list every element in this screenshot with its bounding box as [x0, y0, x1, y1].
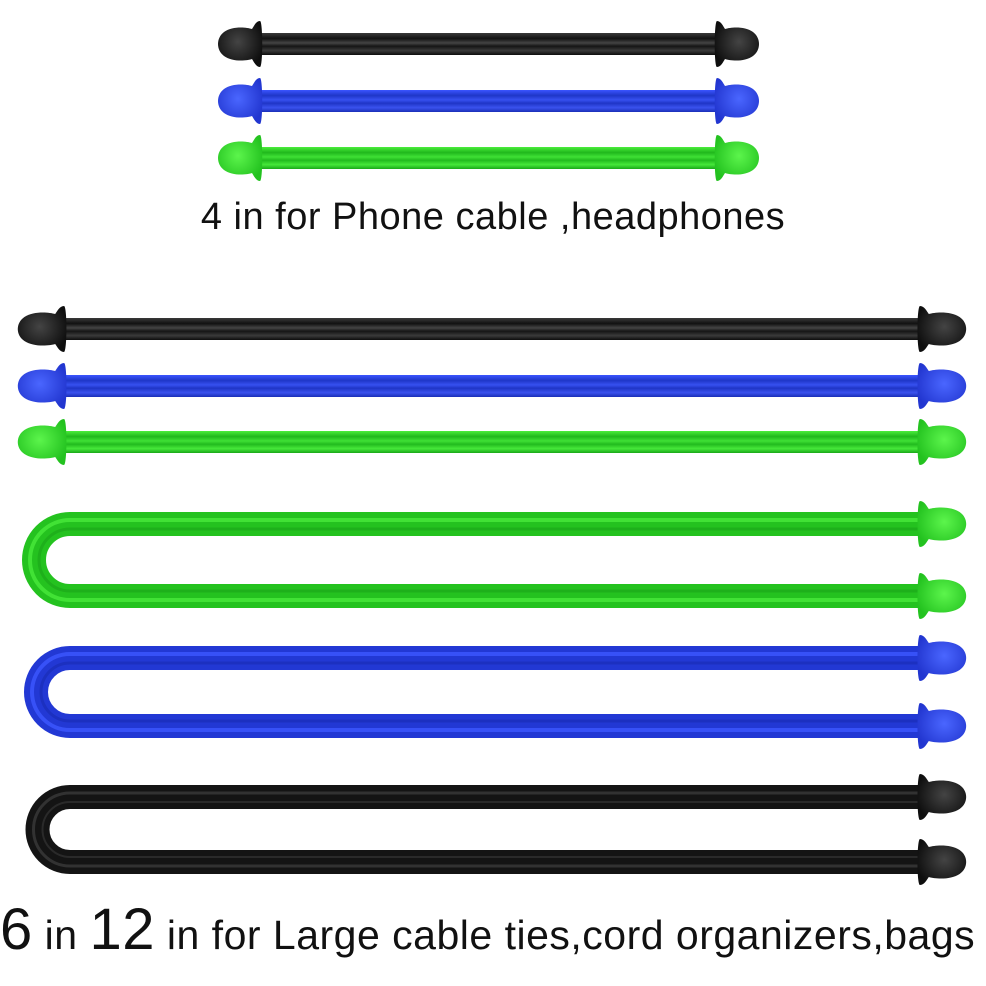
short-ties-caption: 4 in for Phone cable ,headphones [200, 196, 786, 238]
long-tie-blue [17, 363, 967, 409]
short-tie-blue [218, 78, 759, 124]
size-12-label: 12 [89, 897, 155, 962]
looped-tie-black [25, 774, 967, 885]
long-ties-description: in for Large cable ties,cord organizers,… [154, 912, 976, 958]
long-ties-caption: 6 in 12 in for Large cable ties,cord org… [0, 896, 975, 963]
short-tie-green [218, 135, 759, 181]
long-tie-green [17, 419, 967, 465]
size-6-label: 6 [0, 897, 33, 962]
long-tie-black [17, 306, 967, 352]
looped-tie-blue [24, 635, 967, 749]
short-tie-black [218, 21, 759, 67]
unit-label: in [32, 912, 90, 958]
looped-tie-green [22, 501, 967, 619]
